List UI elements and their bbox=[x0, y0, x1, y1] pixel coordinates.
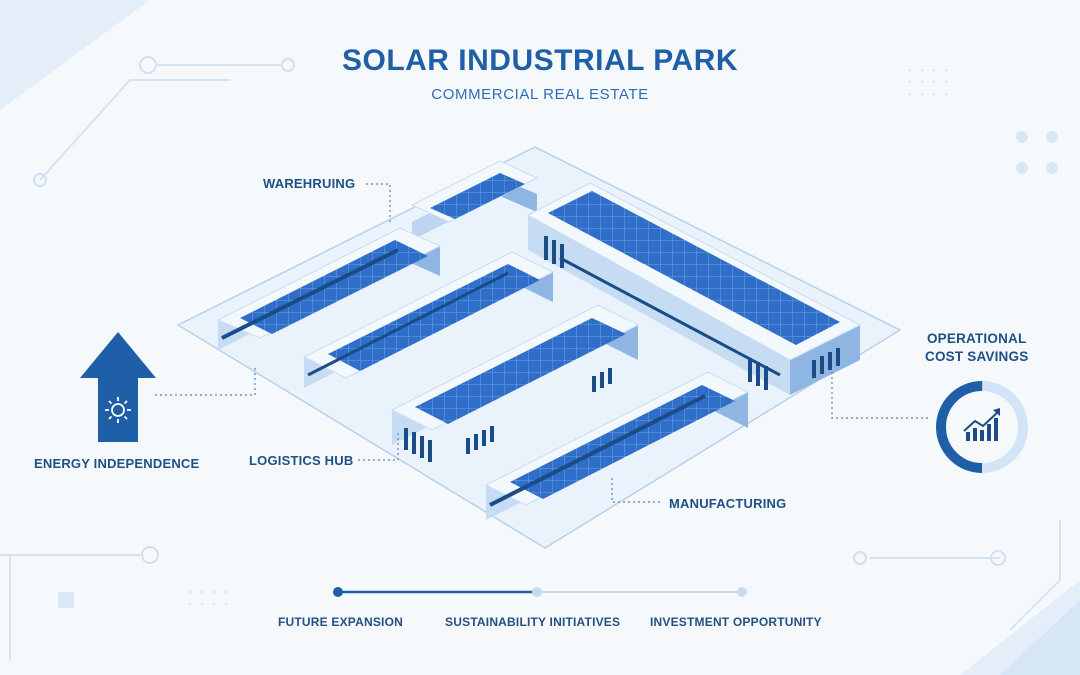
label-operational-cost-savings: OPERATIONAL COST SAVINGS bbox=[925, 330, 1028, 366]
building-warehousing bbox=[216, 227, 442, 350]
label-energy-independence: ENERGY INDEPENDENCE bbox=[34, 456, 200, 471]
label-manufacturing: MANUFACTURING bbox=[669, 496, 787, 511]
label-line: OPERATIONAL bbox=[926, 331, 1027, 346]
page-title: SOLAR INDUSTRIAL PARK bbox=[341, 44, 739, 77]
label-line: COST SAVINGS bbox=[925, 349, 1029, 364]
energy-arrow-icon bbox=[80, 332, 156, 442]
timeline-dot-2 bbox=[532, 587, 542, 597]
label-logistics-hub: LOGISTICS HUB bbox=[249, 453, 354, 468]
label-warehousing: WAREHRUING bbox=[263, 176, 356, 191]
building-small bbox=[410, 160, 539, 240]
rising-chart-icon bbox=[963, 408, 1000, 441]
timeline-label-sustainability: SUSTAINABILITY INITIATIVES bbox=[445, 615, 621, 629]
timeline-dot-3 bbox=[737, 587, 747, 597]
building-large-right bbox=[526, 182, 862, 395]
building-manufacturing bbox=[484, 371, 750, 520]
timeline-label-future-expansion: FUTURE EXPANSION bbox=[278, 615, 403, 629]
building-middle bbox=[302, 251, 555, 388]
timeline bbox=[333, 587, 747, 597]
building-logistics-hub bbox=[390, 304, 640, 462]
page-subtitle: COMMERCIAL REAL ESTATE bbox=[431, 86, 649, 103]
timeline-label-investment: INVESTMENT OPPORTUNITY bbox=[650, 615, 822, 629]
connector-lines bbox=[155, 183, 930, 503]
savings-ring bbox=[936, 381, 1028, 473]
timeline-dot-1 bbox=[333, 587, 343, 597]
sun-icon bbox=[105, 397, 131, 423]
